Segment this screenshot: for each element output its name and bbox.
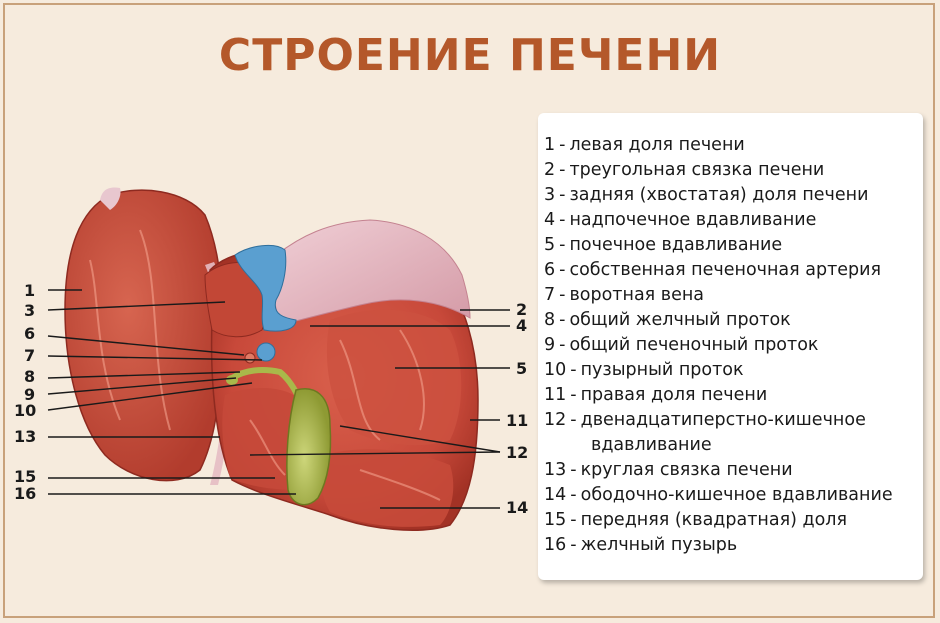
legend-item: 15-передняя (квадратная) доля (544, 510, 848, 530)
left-lobe (64, 189, 224, 482)
legend-item: 12-двенадцатиперстно-кишечное (544, 410, 866, 430)
callout-12: 12 (506, 443, 528, 462)
callout-4: 4 (516, 316, 527, 335)
hepatic-artery (244, 352, 256, 364)
leader-lines (47, 289, 510, 509)
legend-item: 13-круглая связка печени (544, 460, 793, 480)
callout-11: 11 (506, 411, 528, 430)
legend-item: 8-общий желчный проток (544, 310, 791, 330)
gallbladder (286, 388, 332, 506)
legend-item: 1-левая доля печени (544, 135, 745, 155)
legend-item: 16-желчный пузырь (544, 535, 738, 555)
legend-item: 2-треугольная связка печени (544, 160, 825, 180)
legend-item: 4-надпочечное вдавливание (544, 210, 817, 230)
legend-item: 11-правая доля печени (544, 385, 768, 405)
renal-impression (326, 309, 462, 446)
portal-vein (256, 342, 276, 362)
legend-item: 10-пузырный проток (544, 360, 744, 380)
callout-3: 3 (24, 301, 35, 320)
surface-highlights (89, 229, 441, 501)
colic-impression (320, 449, 454, 527)
callout-14: 14 (506, 498, 528, 517)
vena-cava (234, 244, 297, 332)
page-title: СТРОЕНИЕ ПЕЧЕНИ (218, 30, 722, 81)
legend-item: 9-общий печеночный проток (544, 335, 819, 355)
left-triangular-ligament (100, 187, 121, 210)
legend-list: 1-левая доля печени 2-треугольная связка… (544, 133, 893, 558)
callout-7: 7 (24, 346, 35, 365)
callout-13: 13 (14, 427, 36, 446)
bile-duct-end (226, 375, 238, 385)
callout-2: 2 (516, 300, 527, 319)
callout-1: 1 (24, 281, 35, 300)
legend-item: 6-собственная печеночная артерия (544, 260, 882, 280)
callout-8: 8 (24, 367, 35, 386)
legend-item: 3-задняя (хвостатая) доля печени (544, 185, 869, 205)
legend-item-continuation: вдавливание (591, 435, 712, 455)
callout-16: 16 (14, 484, 36, 503)
callout-15: 15 (14, 467, 36, 486)
callout-10: 10 (14, 401, 36, 420)
image-frame (3, 3, 935, 618)
legend-item: 14-ободочно-кишечное вдавливание (544, 485, 893, 505)
legend-panel: 1-левая доля печени 2-треугольная связка… (538, 113, 923, 580)
legend-item: 7-воротная вена (544, 285, 704, 305)
callout-6: 6 (24, 324, 35, 343)
callout-5: 5 (516, 359, 527, 378)
callout-9: 9 (24, 385, 35, 404)
legend-item: 5-почечное вдавливание (544, 235, 783, 255)
